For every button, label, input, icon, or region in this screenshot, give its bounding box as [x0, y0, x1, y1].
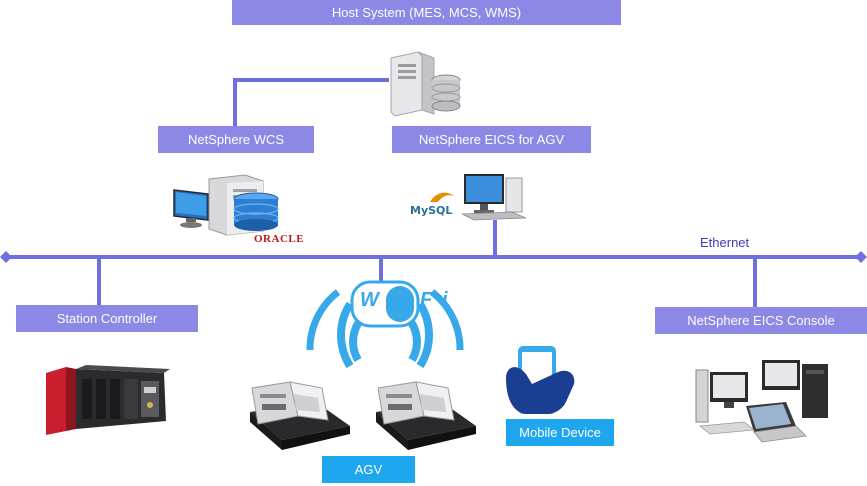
agv-icon: [376, 381, 476, 450]
wifi-logo-text: Wi Fi: [360, 289, 458, 311]
station-drop: [97, 257, 101, 307]
mysql-drop: [493, 220, 497, 257]
plc-icon: [46, 365, 170, 435]
mysql-dolphin-icon: [430, 192, 454, 202]
server-icon: [390, 51, 435, 117]
database-icon: [431, 74, 461, 112]
ethernet-label: Ethernet: [700, 235, 750, 250]
ethernet-bus: [6, 255, 860, 259]
host-system-label: Host System (MES, MCS, WMS): [232, 0, 621, 25]
station-controller-label: Station Controller: [16, 305, 198, 332]
wifi-drop: [379, 257, 383, 283]
computer-cluster-icon: [695, 360, 828, 443]
netsphere-eics-console-label: NetSphere EICS Console: [655, 307, 867, 334]
oracle-logo: ORACLE: [254, 233, 305, 245]
console-drop: [753, 257, 757, 309]
netsphere-eics-agv-label: NetSphere EICS for AGV: [392, 126, 591, 153]
mobile-device-label: Mobile Device: [506, 419, 614, 446]
netsphere-wcs-label: NetSphere WCS: [158, 126, 314, 153]
host-link-vertical: [233, 78, 237, 128]
wcs-monitor-icon: [173, 189, 209, 228]
smartphone-icon: [506, 346, 575, 414]
wifi-icon: [306, 280, 464, 369]
agv-icon: [250, 381, 350, 450]
mysql-logo: MySQL: [410, 204, 453, 217]
host-link-horizontal: [233, 78, 389, 82]
agv-label: AGV: [322, 456, 415, 483]
desktop-pc-icon: [461, 174, 527, 221]
wcs-database-icon: [233, 192, 279, 231]
bus-end-right-icon: [855, 251, 867, 263]
bus-end-left-icon: [0, 251, 12, 263]
